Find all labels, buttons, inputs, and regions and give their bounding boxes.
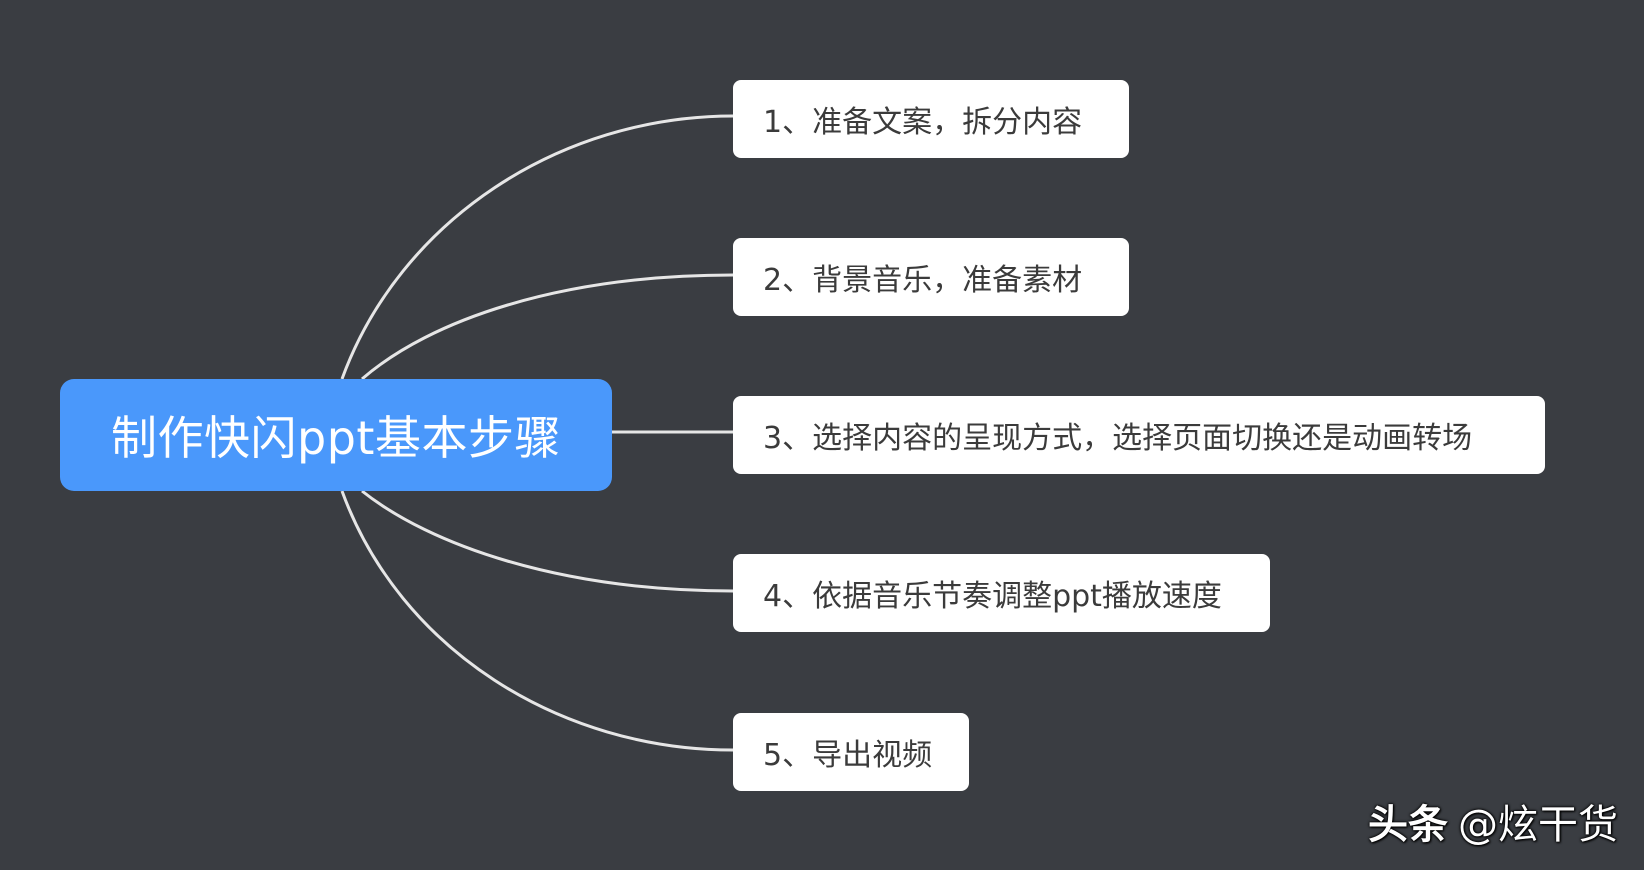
child-node-5-label: 5、导出视频 [763, 738, 933, 773]
watermark-brand: 头条 [1368, 802, 1448, 848]
child-node-2-label: 2、背景音乐，准备素材 [763, 263, 1083, 298]
connector-to-child-5 [340, 490, 734, 752]
child-node-4-label: 4、依据音乐节奏调整ppt播放速度 [763, 579, 1222, 614]
child-node-3-label: 3、选择内容的呈现方式，选择页面切换还是动画转场 [763, 421, 1473, 456]
child-node-1[interactable]: 1、准备文案，拆分内容 [733, 80, 1129, 158]
connector-to-child-4 [361, 489, 734, 593]
child-node-3[interactable]: 3、选择内容的呈现方式，选择页面切换还是动画转场 [733, 396, 1545, 474]
child-node-5[interactable]: 5、导出视频 [733, 713, 969, 791]
child-node-1-label: 1、准备文案，拆分内容 [763, 105, 1083, 140]
child-node-2[interactable]: 2、背景音乐，准备素材 [733, 238, 1129, 316]
root-node[interactable]: 制作快闪ppt基本步骤 [60, 379, 612, 491]
watermark-handle: @炫干货 [1458, 802, 1618, 848]
connector-to-child-2 [361, 273, 734, 381]
connector-to-child-1 [340, 114, 734, 380]
watermark: 头条@炫干货 [1368, 792, 1618, 850]
child-node-4[interactable]: 4、依据音乐节奏调整ppt播放速度 [733, 554, 1270, 632]
